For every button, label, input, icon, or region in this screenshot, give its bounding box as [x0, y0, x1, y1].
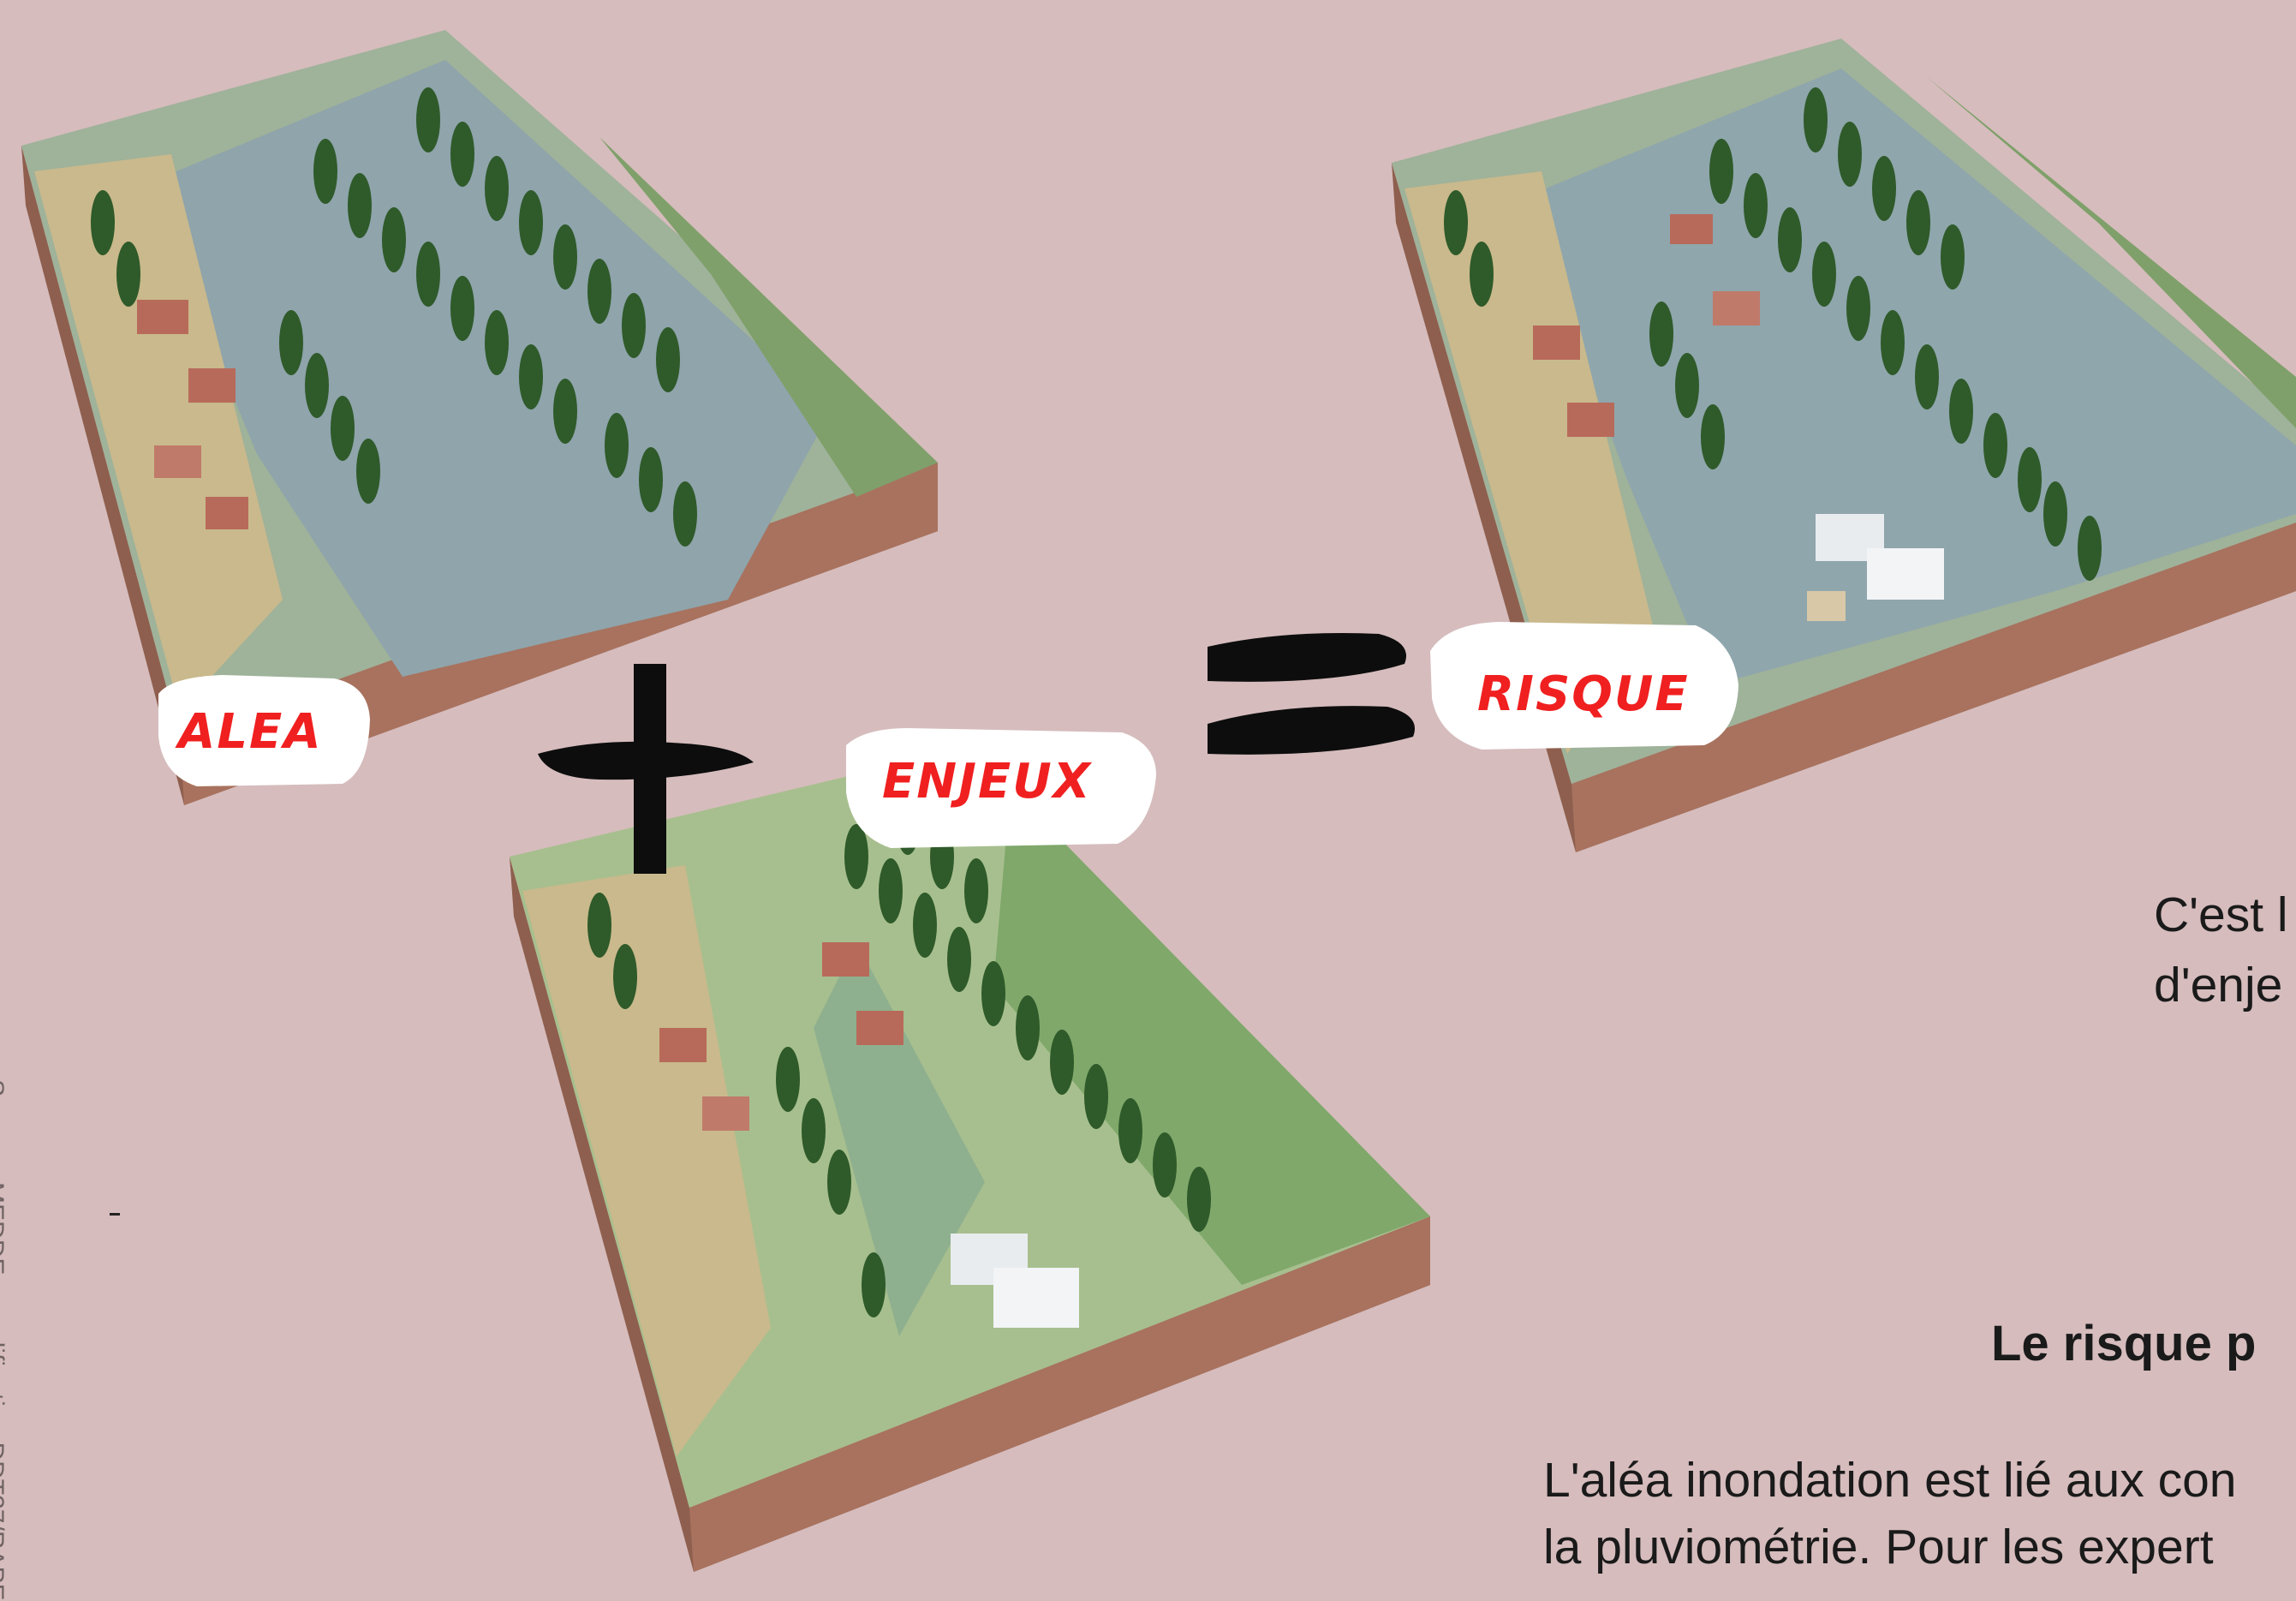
- enjeux-label: ENJEUX: [882, 754, 1092, 809]
- paragraph-line-2: la pluviométrie. Pour les expert: [1543, 1523, 2214, 1572]
- section-heading: Le risque p: [1991, 1315, 2256, 1372]
- alea-block: [21, 30, 938, 805]
- intro-text-line-1: C'est l: [2154, 891, 2288, 940]
- paragraph-line-1: L'aléa inondation est lié aux con: [1543, 1456, 2236, 1505]
- risque-label: RISQUE: [1477, 666, 1690, 722]
- stray-mark: [110, 1213, 120, 1216]
- intro-text-line-2: d'enje: [2154, 961, 2282, 1010]
- equals-sign: [1208, 633, 1415, 755]
- enjeux-block: [510, 754, 1430, 1572]
- source-credit: Source : MEDDE - modification DDT37/RAPE: [0, 1079, 9, 1601]
- alea-label: ALEA: [178, 704, 323, 760]
